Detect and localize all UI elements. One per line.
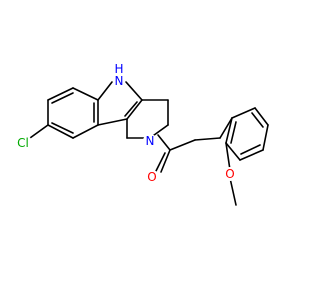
- bond: [124, 101, 138, 117]
- bond: [229, 177, 237, 206]
- bond: [225, 142, 231, 171]
- atom-cl: Cl: [17, 136, 29, 150]
- bond: [254, 107, 269, 126]
- bond-lines: [29, 81, 269, 206]
- bond: [160, 149, 171, 173]
- bond: [72, 124, 99, 139]
- bond: [157, 134, 171, 151]
- bond: [251, 112, 264, 128]
- atom-n: N: [146, 134, 155, 148]
- bond: [240, 144, 261, 155]
- bond: [51, 92, 74, 104]
- bond: [239, 149, 264, 161]
- bond: [225, 117, 233, 144]
- atom-o-ketone: O: [147, 170, 156, 184]
- bond: [97, 81, 113, 101]
- bond: [125, 81, 143, 101]
- bond: [231, 107, 256, 119]
- bond: [29, 124, 49, 139]
- bond: [155, 152, 166, 172]
- bond: [219, 117, 233, 139]
- bond: [262, 124, 269, 151]
- bond: [97, 118, 128, 126]
- bond: [47, 124, 74, 139]
- bond: [225, 142, 241, 161]
- bond: [169, 139, 196, 151]
- bond: [126, 99, 143, 120]
- bond: [72, 87, 99, 101]
- atom-o-ether: O: [225, 167, 234, 181]
- bond: [230, 121, 237, 144]
- bond: [51, 122, 74, 134]
- bond: [47, 87, 74, 101]
- bond: [194, 137, 221, 141]
